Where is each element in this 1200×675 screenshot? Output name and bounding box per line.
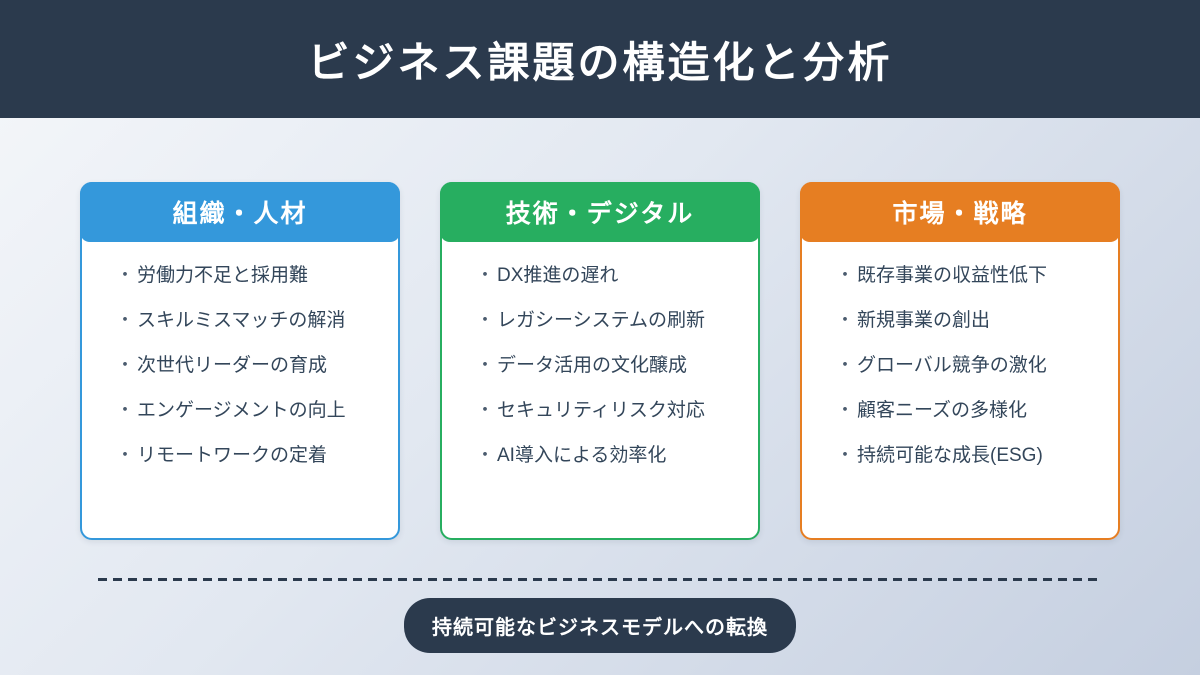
list-item: ・次世代リーダーの育成 <box>116 356 390 375</box>
list-item: ・持続可能な成長(ESG) <box>836 446 1110 465</box>
card-title: 技術・デジタル <box>505 200 695 228</box>
card-title: 組織・人材 <box>172 200 308 228</box>
bullet-icon: ・ <box>476 265 494 285</box>
card-header: 市場・戦略 <box>800 182 1120 242</box>
dashed-separator <box>97 578 1103 581</box>
list-item-label: リモートワークの定着 <box>137 445 328 466</box>
list-item: ・新規事業の創出 <box>836 311 1110 330</box>
list-item-label: セキュリティリスク対応 <box>497 400 705 421</box>
bullet-icon: ・ <box>476 355 494 375</box>
card-item-list: ・DX推進の遅れ・レガシーシステムの刷新・データ活用の文化醸成・セキュリティリス… <box>442 242 758 465</box>
list-item: ・セキュリティリスク対応 <box>476 401 750 420</box>
bullet-icon: ・ <box>836 400 854 420</box>
card-technology-digital: 技術・デジタル ・DX推進の遅れ・レガシーシステムの刷新・データ活用の文化醸成・… <box>440 182 760 540</box>
list-item: ・DX推進の遅れ <box>476 266 750 285</box>
bullet-icon: ・ <box>836 310 854 330</box>
cards-row: 組織・人材 ・労働力不足と採用難・スキルミスマッチの解消・次世代リーダーの育成・… <box>0 182 1200 540</box>
list-item: ・スキルミスマッチの解消 <box>116 311 390 330</box>
title-banner: ビジネス課題の構造化と分析 <box>0 0 1200 118</box>
page-title: ビジネス課題の構造化と分析 <box>307 38 893 86</box>
bullet-icon: ・ <box>116 445 134 465</box>
card-market-strategy: 市場・戦略 ・既存事業の収益性低下・新規事業の創出・グローバル競争の激化・顧客ニ… <box>800 182 1120 540</box>
bullet-icon: ・ <box>476 400 494 420</box>
card-organization-hr: 組織・人材 ・労働力不足と採用難・スキルミスマッチの解消・次世代リーダーの育成・… <box>80 182 400 540</box>
bullet-icon: ・ <box>476 310 494 330</box>
list-item: ・データ活用の文化醸成 <box>476 356 750 375</box>
list-item-label: レガシーシステムの刷新 <box>497 310 706 331</box>
bullet-icon: ・ <box>116 400 134 420</box>
list-item-label: AI導入による効率化 <box>497 445 667 466</box>
list-item-label: 既存事業の収益性低下 <box>857 265 1048 286</box>
bullet-icon: ・ <box>116 355 134 375</box>
list-item-label: データ活用の文化醸成 <box>497 355 688 376</box>
bullet-icon: ・ <box>836 445 854 465</box>
list-item: ・AI導入による効率化 <box>476 446 750 465</box>
bullet-icon: ・ <box>116 265 134 285</box>
list-item-label: 次世代リーダーの育成 <box>137 355 328 376</box>
list-item-label: 労働力不足と採用難 <box>137 265 309 286</box>
list-item: ・リモートワークの定着 <box>116 446 390 465</box>
list-item-label: 顧客ニーズの多様化 <box>857 400 1028 421</box>
card-item-list: ・既存事業の収益性低下・新規事業の創出・グローバル競争の激化・顧客ニーズの多様化… <box>802 242 1118 465</box>
bullet-icon: ・ <box>476 445 494 465</box>
list-item: ・レガシーシステムの刷新 <box>476 311 750 330</box>
list-item-label: エンゲージメントの向上 <box>137 400 346 421</box>
footer-row: 持続可能なビジネスモデルへの転換 <box>0 598 1200 653</box>
bullet-icon: ・ <box>836 265 854 285</box>
list-item: ・エンゲージメントの向上 <box>116 401 390 420</box>
list-item: ・既存事業の収益性低下 <box>836 266 1110 285</box>
list-item: ・労働力不足と採用難 <box>116 266 390 285</box>
conclusion-badge: 持続可能なビジネスモデルへの転換 <box>404 598 796 653</box>
list-item-label: スキルミスマッチの解消 <box>137 310 346 331</box>
list-item: ・グローバル競争の激化 <box>836 356 1110 375</box>
bullet-icon: ・ <box>116 310 134 330</box>
list-item-label: DX推進の遅れ <box>497 265 619 286</box>
list-item-label: 新規事業の創出 <box>857 310 991 331</box>
bullet-icon: ・ <box>836 355 854 375</box>
list-item-label: グローバル競争の激化 <box>857 355 1047 376</box>
list-item-label: 持続可能な成長(ESG) <box>857 445 1043 466</box>
list-item: ・顧客ニーズの多様化 <box>836 401 1110 420</box>
card-header: 技術・デジタル <box>440 182 760 242</box>
card-header: 組織・人材 <box>80 182 400 242</box>
card-title: 市場・戦略 <box>892 200 1028 228</box>
card-item-list: ・労働力不足と採用難・スキルミスマッチの解消・次世代リーダーの育成・エンゲージメ… <box>82 242 398 465</box>
